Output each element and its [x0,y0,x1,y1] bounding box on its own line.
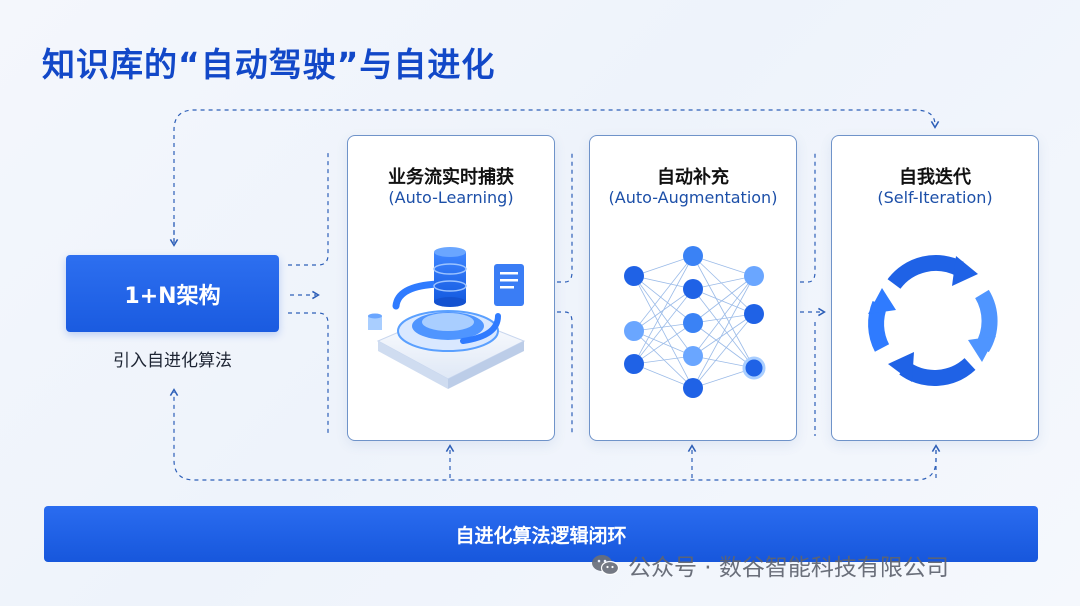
neural-network-icon [624,246,766,398]
top-loop-line [173,109,940,243]
card-auto-learning: 业务流实时捕获 (Auto-Learning) [347,135,555,441]
card-subtitle: (Self-Iteration) [877,188,993,207]
architecture-subtitle: 引入自进化算法 [113,351,232,371]
database-cycle-icon [368,247,526,389]
page-title: 知识库的“自动驾驶”与自进化 [42,45,496,84]
watermark: 公众号 · 数谷智能科技有限公司 [590,548,949,582]
card-subtitle: (Auto-Augmentation) [608,188,778,207]
card-auto-augmentation: 自动补充 (Auto-Augmentation) [589,135,797,441]
wechat-icon [592,555,620,576]
watermark-text: 公众号 · 数谷智能科技有限公司 [628,555,949,581]
card-title: 自动补充 [657,167,729,188]
refresh-cycle-icon [868,255,998,386]
card-title: 自我迭代 [899,167,971,188]
closed-loop-bar: 自进化算法逻辑闭环 [44,506,1038,562]
bottom-loop-line [169,388,937,481]
card-title: 业务流实时捕获 [388,167,514,188]
card-subtitle: (Auto-Learning) [388,188,514,207]
card-self-iteration: 自我迭代 (Self-Iteration) [831,135,1039,441]
architecture-box: 1+N架构 [66,255,279,332]
